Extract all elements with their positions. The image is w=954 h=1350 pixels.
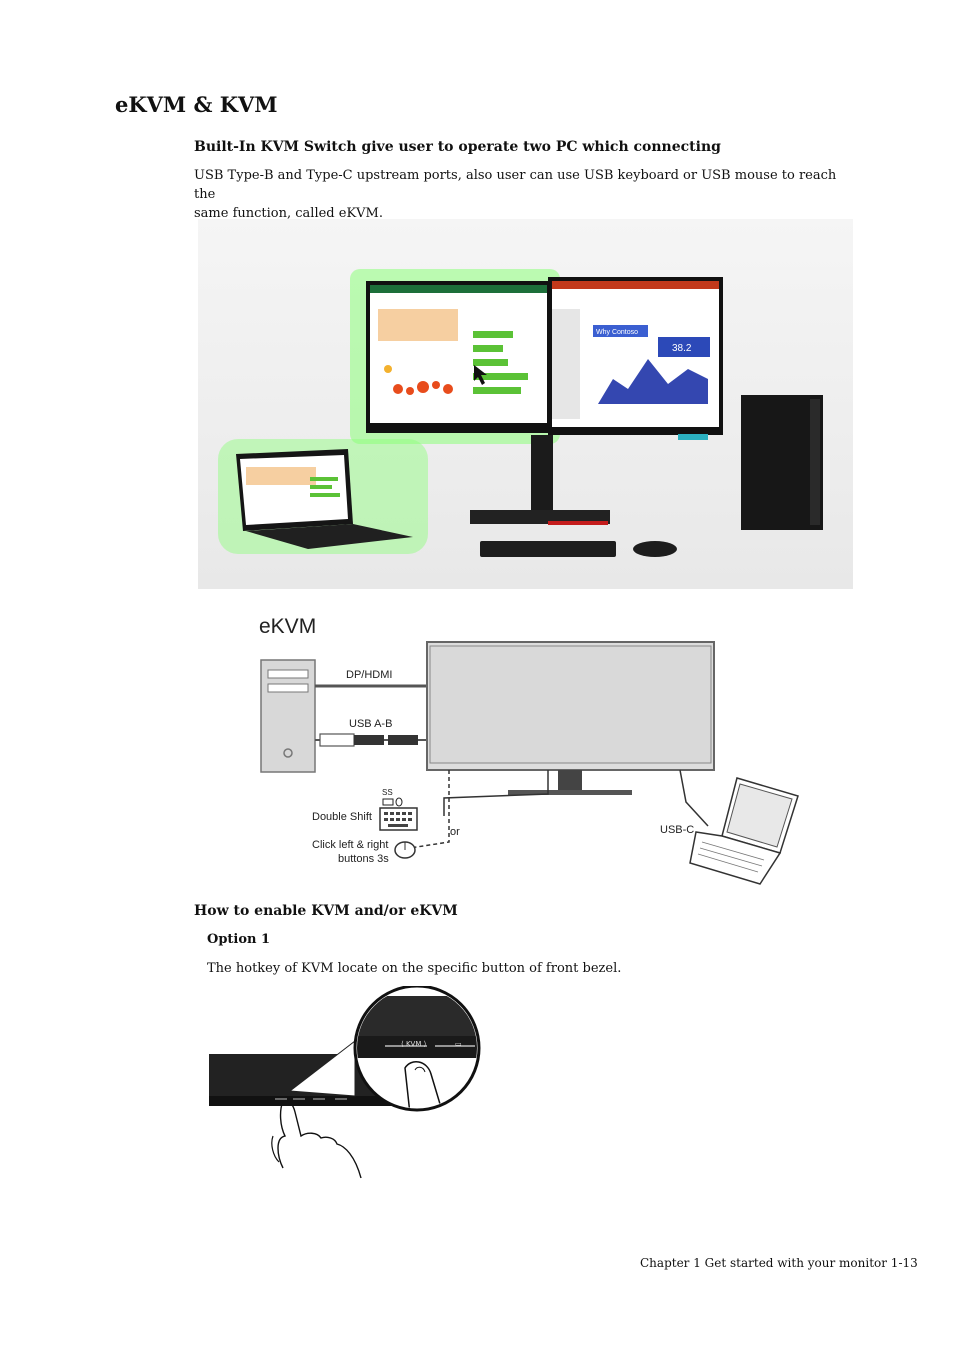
label-click-line1: Click left & right bbox=[312, 839, 388, 851]
svg-text:SS: SS bbox=[382, 788, 393, 797]
ekvm-diagram: eKVM DP/HDMI USB A-B SS Double Shift Cli… bbox=[259, 615, 799, 885]
kvm-setup-photo: Why Contoso 38.2 bbox=[198, 219, 853, 589]
diagram-title: eKVM bbox=[259, 615, 316, 638]
cable-label-dp: DP/HDMI bbox=[346, 669, 392, 681]
cable-label-usb-ab: USB A-B bbox=[349, 718, 392, 730]
svg-text:⟨ KVM ⟩: ⟨ KVM ⟩ bbox=[401, 1040, 427, 1048]
option-body: The hotkey of KVM locate on the specific… bbox=[207, 961, 622, 976]
page-footer: Chapter 1 Get started with your monitor … bbox=[640, 1256, 918, 1270]
label-click-line2: buttons 3s bbox=[338, 853, 389, 865]
bezel-button-illustration: ⟨ KVM ⟩ ▭ bbox=[209, 986, 481, 1179]
section-heading-kvm: Built-In KVM Switch give user to operate… bbox=[194, 139, 721, 155]
body-line: USB Type-B and Type-C upstream ports, al… bbox=[194, 168, 837, 202]
section-heading-enable: How to enable KVM and/or eKVM bbox=[194, 903, 458, 919]
label-or: or bbox=[450, 826, 460, 838]
body-line: same function, called eKVM. bbox=[194, 206, 383, 221]
label-double-shift: Double Shift bbox=[312, 811, 372, 823]
kvm-setup-illustration: Why Contoso 38.2 bbox=[198, 219, 853, 589]
option-label: Option 1 bbox=[207, 932, 271, 947]
label-usb-c: USB-C bbox=[660, 824, 694, 836]
pc-tower bbox=[260, 659, 316, 773]
section-body-kvm: USB Type-B and Type-C upstream ports, al… bbox=[194, 166, 854, 223]
slide-title: Why Contoso bbox=[596, 329, 638, 336]
hand-icon bbox=[282, 1099, 362, 1179]
svg-text:▭: ▭ bbox=[455, 1040, 462, 1048]
slide-value: 38.2 bbox=[672, 343, 692, 354]
page-title: eKVM & KVM bbox=[115, 92, 278, 117]
